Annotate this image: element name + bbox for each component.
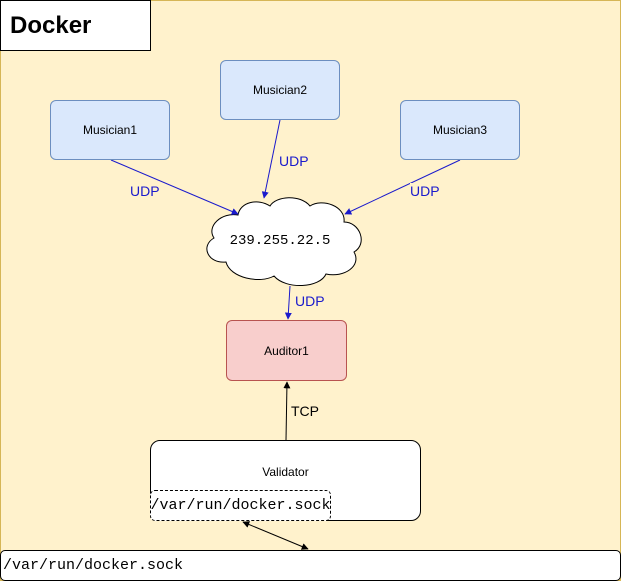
edge-label-musician2-udp: UDP [279,153,309,169]
diagram-title: Docker [0,0,151,51]
edge-label-validator-tcp: TCP [291,403,319,419]
musician2-node[interactable]: Musician2 [220,60,340,120]
musician1-node[interactable]: Musician1 [50,100,170,160]
edge-label-musician1-udp: UDP [130,183,160,199]
validator-socket-node[interactable]: /var/run/docker.sock [150,490,331,521]
auditor-node[interactable]: Auditor1 [226,320,347,381]
multicast-address-label: 239.255.22.5 [229,233,331,249]
musician3-node[interactable]: Musician3 [400,100,520,160]
edge-label-musician3-udp: UDP [410,183,440,199]
edge-label-multicast-udp: UDP [295,293,325,309]
host-socket-node[interactable]: /var/run/docker.sock [0,550,621,581]
